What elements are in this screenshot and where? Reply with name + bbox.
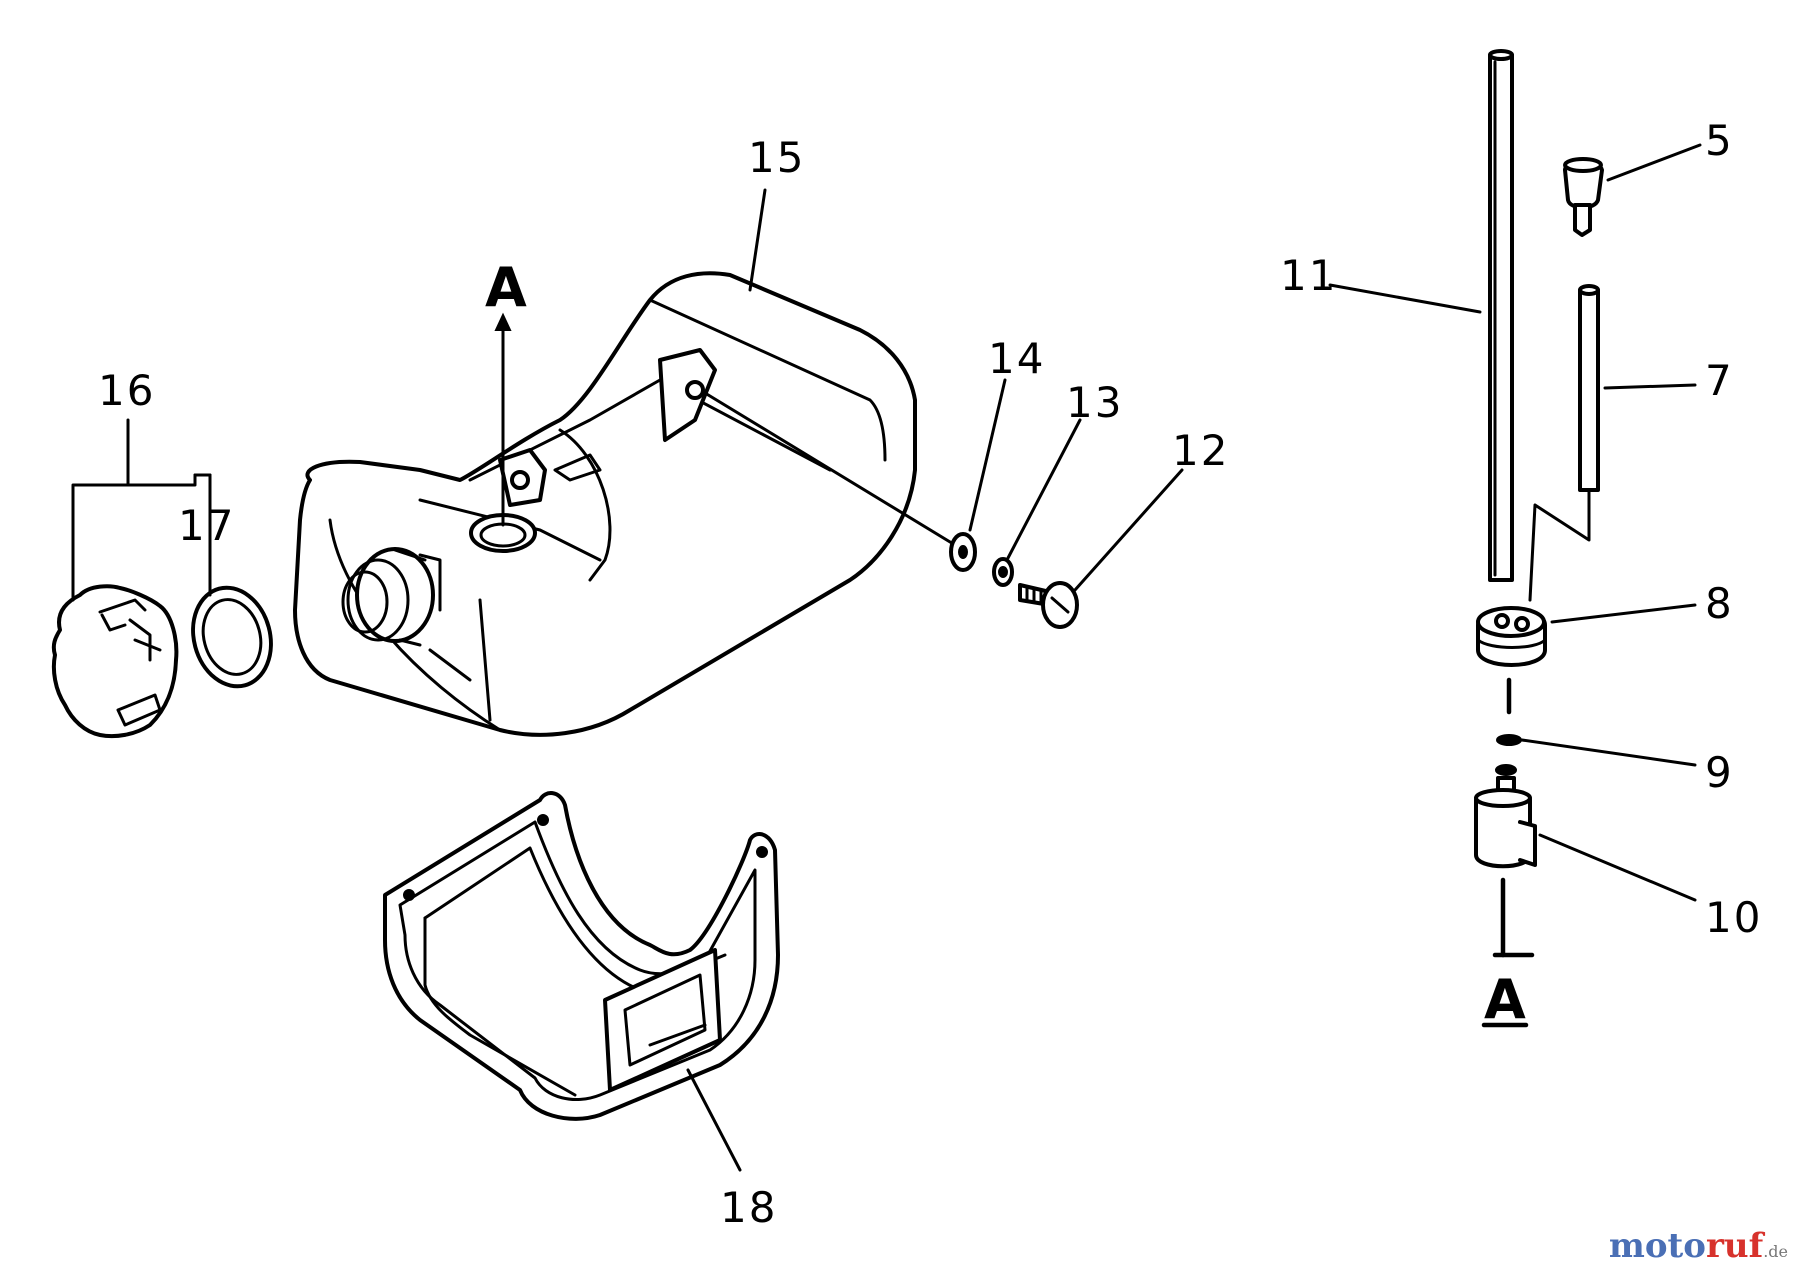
pipe-7-connector <box>1528 490 1591 602</box>
watermark-part-1: moto <box>1608 1226 1706 1266</box>
filler-neck <box>341 547 435 647</box>
leader-14 <box>968 378 1007 532</box>
watermark-logo: motoruf.de <box>1609 1226 1788 1266</box>
leader-13 <box>1006 418 1082 560</box>
label-ref-a-top: A <box>485 256 527 319</box>
bolt-leader-line <box>703 391 957 547</box>
label-15: 15 <box>748 133 805 182</box>
label-10: 10 <box>1705 893 1762 942</box>
leader-18 <box>686 1068 742 1172</box>
leader-11 <box>1328 283 1482 314</box>
cap-gasket <box>191 585 273 689</box>
leader-15 <box>748 188 767 292</box>
label-9: 9 <box>1705 748 1734 797</box>
label-14: 14 <box>988 334 1045 383</box>
tank-guard <box>383 791 780 1121</box>
leader-9 <box>1520 738 1697 767</box>
watermark-part-3: .de <box>1763 1242 1788 1261</box>
label-18: 18 <box>720 1183 777 1232</box>
label-16: 16 <box>98 366 155 415</box>
fuel-filter-10 <box>1474 764 1537 869</box>
washer-14 <box>949 532 977 572</box>
label-11: 11 <box>1280 251 1337 300</box>
ref-a-arrowhead <box>494 312 512 331</box>
label-5: 5 <box>1705 116 1734 165</box>
leader-10 <box>1538 833 1697 902</box>
leader-5 <box>1606 143 1702 182</box>
fuel-tank <box>293 271 917 737</box>
bolt-12 <box>1018 581 1079 629</box>
leader-12 <box>1073 468 1184 592</box>
fuel-pipe-11 <box>1488 49 1514 582</box>
washer-13 <box>992 557 1014 587</box>
leader-7 <box>1603 383 1697 390</box>
return-pipe-7 <box>1578 284 1600 492</box>
grommet-8 <box>1476 606 1547 667</box>
label-17: 17 <box>178 501 235 550</box>
label-ref-a-bottom: A <box>1484 968 1526 1031</box>
label-12: 12 <box>1172 426 1229 475</box>
label-7: 7 <box>1705 356 1734 405</box>
fuel-cap <box>51 584 179 739</box>
cap-5 <box>1563 157 1604 237</box>
o-ring-9 <box>1496 734 1522 746</box>
label-8: 8 <box>1705 579 1734 628</box>
leader-8 <box>1550 603 1697 624</box>
watermark-part-2: ruf <box>1705 1226 1764 1266</box>
label-13: 13 <box>1066 378 1123 427</box>
